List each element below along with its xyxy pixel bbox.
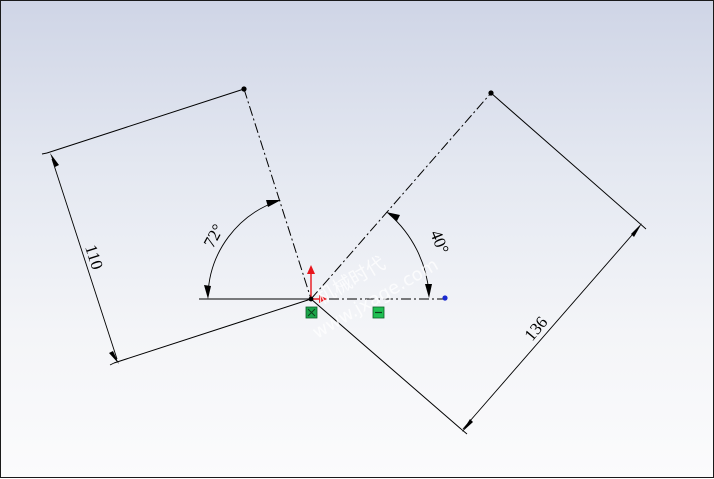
- dim-110-extension-bottom: [109, 362, 115, 366]
- right-rect-corner-point[interactable]: [488, 90, 494, 96]
- dim-136-arrow-bottom: [462, 419, 473, 432]
- horizontal-relation-icon[interactable]: [372, 306, 385, 319]
- origin-triad-icon[interactable]: [307, 265, 327, 303]
- dim-110-value[interactable]: 110: [81, 242, 107, 272]
- dim-136-value[interactable]: 136: [521, 313, 552, 345]
- dim-110-line: [51, 158, 118, 360]
- left-rectangle[interactable]: [46, 86, 312, 364]
- origin-x-arrow: [319, 295, 327, 303]
- dim-40-arc: [388, 213, 430, 294]
- right-rect-edge-top[interactable]: [490, 92, 638, 222]
- origin-y-arrow: [307, 265, 315, 274]
- dim-72-arc: [207, 200, 279, 296]
- dim-72-value[interactable]: 72°: [200, 221, 228, 251]
- right-rect-centerline[interactable]: [310, 92, 492, 300]
- dim-110-extension-top: [41, 152, 48, 155]
- watermark: 机械时代 www.jxage.com: [309, 252, 442, 343]
- dim-136-extension-top: [636, 220, 647, 230]
- dim-136-line: [462, 226, 640, 430]
- right-rectangle[interactable]: [310, 90, 638, 430]
- dim-72-arrow-bottom: [204, 285, 211, 299]
- left-rect-corner-point[interactable]: [241, 86, 247, 92]
- dim-110-arrow-bottom: [109, 351, 119, 364]
- origin-point[interactable]: [308, 296, 314, 302]
- dim-72-arrow-top: [266, 200, 281, 207]
- left-rect-edge-bottom[interactable]: [113, 298, 312, 364]
- dimension-136[interactable]: 136: [460, 220, 647, 435]
- dim-110-arrow-top: [50, 153, 59, 167]
- dimension-110[interactable]: 110: [41, 152, 119, 366]
- centerline-endpoint[interactable]: [442, 295, 448, 301]
- left-rect-centerline[interactable]: [243, 88, 312, 300]
- dimension-72[interactable]: 72°: [200, 200, 281, 299]
- left-rect-edge-top[interactable]: [46, 88, 245, 154]
- dim-40-arrow-top: [386, 212, 400, 221]
- dim-40-arrow-bottom: [425, 284, 432, 298]
- dim-136-extension-bottom: [460, 428, 468, 435]
- dim-40-value[interactable]: 40°: [426, 227, 453, 256]
- coincident-relation-icon[interactable]: [305, 306, 318, 319]
- right-rect-edge-bottom[interactable]: [310, 298, 462, 430]
- dim-136-arrow-top: [631, 223, 642, 237]
